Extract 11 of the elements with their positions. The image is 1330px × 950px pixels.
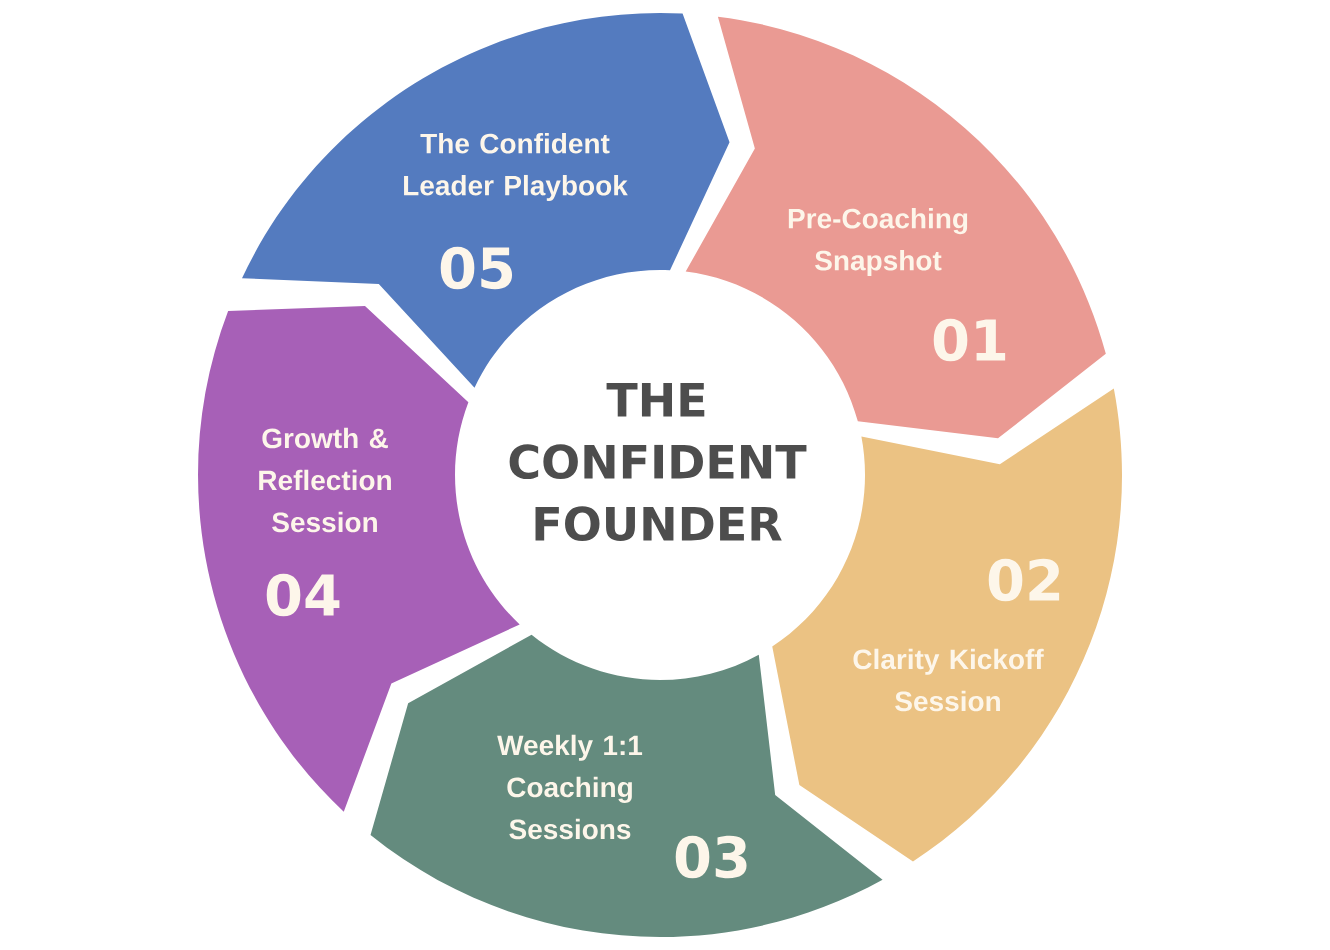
step-number: 03 <box>675 835 747 879</box>
step-title: The Confident Leader Playbook <box>404 132 628 202</box>
step-title: Clarity Kickoff Session <box>853 648 1044 712</box>
step-number: 01 <box>933 318 1006 362</box>
step-title: Pre-Coaching Snapshot <box>788 207 968 277</box>
step-title: Growth & Reflection Session <box>259 427 391 533</box>
step-number: 02 <box>988 558 1060 602</box>
center-title: THE CONFIDENT FOUNDER <box>509 382 807 542</box>
step-number: 05 <box>440 246 513 290</box>
step-number: 04 <box>266 573 340 617</box>
step-title: Weekly 1:1 Coaching Sessions <box>497 734 643 840</box>
